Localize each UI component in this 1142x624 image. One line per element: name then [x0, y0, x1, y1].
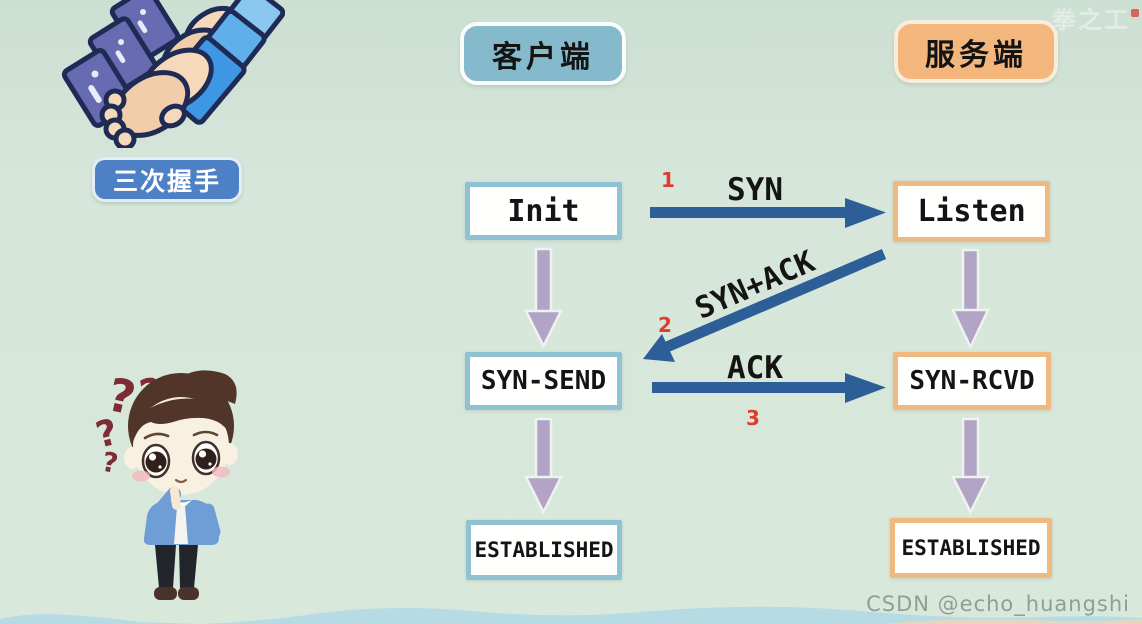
down-arrow-server-2 — [950, 417, 991, 515]
message-label-ack: ACK — [727, 350, 783, 386]
wave-peach — [880, 619, 1142, 624]
watermark-bottom: CSDN @echo_huangshi — [866, 592, 1130, 616]
watermark-top-accent-dot — [1131, 9, 1139, 17]
state-box-listen: Listen — [893, 181, 1050, 242]
state-box-syn-rcvd: SYN-RCVD — [893, 352, 1051, 410]
down-arrow-client-2 — [523, 417, 564, 515]
handshake-icon — [61, 0, 285, 148]
sequence-number-1: 1 — [661, 168, 675, 192]
state-box-established-server: ESTABLISHED — [890, 518, 1052, 578]
watermark-top: 拳之工 — [1052, 6, 1130, 34]
message-label-syn: SYN — [727, 172, 783, 208]
down-arrow-client-1 — [523, 247, 564, 349]
client-header: 客户端 — [460, 22, 626, 85]
server-header: 服务端 — [894, 20, 1058, 83]
message-label-syn-ack: SYN+ACK — [690, 244, 820, 327]
state-box-syn-send: SYN-SEND — [465, 352, 622, 410]
thinking-boy-illustration: ? ? ? ? — [92, 367, 238, 600]
down-arrow-server-1 — [951, 248, 990, 350]
state-box-established-client: ESTABLISHED — [466, 520, 622, 580]
handshake-badge: 三次握手 — [92, 157, 242, 202]
sequence-number-2: 2 — [658, 313, 672, 337]
state-box-init: Init — [465, 182, 622, 240]
sequence-number-3: 3 — [746, 406, 760, 430]
svg-text:?: ? — [99, 447, 120, 480]
